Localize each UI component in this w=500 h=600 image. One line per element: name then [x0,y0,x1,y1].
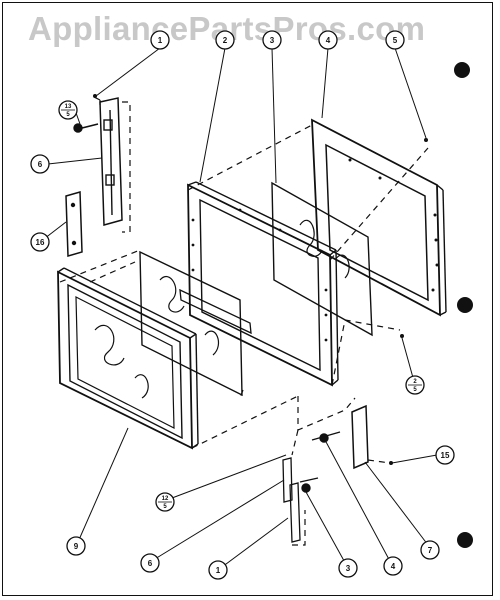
spacer-bar [65,191,83,257]
callout-6a: 6 [30,154,50,174]
callout-label: 6 [38,160,43,169]
callout-label: 16 [36,238,45,247]
callout-3: 3 [338,558,358,578]
callout-label: 1 [158,36,163,45]
callout-13: 13 5 [58,100,78,120]
callout-label: 4 [326,36,331,45]
callout-label: 3 [270,36,275,45]
leader-lines [39,47,438,571]
registration-dot-1 [454,62,470,78]
screw-13 [73,123,99,133]
callout-top-5: 5 [385,30,405,50]
callout-label: 9 [74,542,79,551]
callout-label: 7 [428,546,433,555]
callout-label: 15 [441,451,450,460]
callout-top-3: 3 [262,30,282,50]
callout-label: 6 [148,559,153,568]
callout-sublabel: 5 [66,112,70,118]
callout-7: 7 [420,540,440,560]
callout-top-4: 4 [318,30,338,50]
callout-top-1: 1 [150,30,170,50]
callout-12: 12 5 [155,492,175,512]
registration-dot-2 [457,297,473,313]
callout-sublabel: 5 [163,504,167,510]
callout-label: 4 [391,562,396,571]
callout-label: 2 [223,36,228,45]
callout-label: 2 [413,379,417,385]
assembly-lines [59,95,429,546]
callout-label: 1 [216,566,221,575]
front-door-assembly [57,267,199,450]
callout-sublabel: 5 [413,387,417,393]
callout-label: 12 [162,496,169,502]
callout-16: 16 [30,232,50,252]
callout-1: 1 [208,560,228,580]
callout-9: 9 [66,536,86,556]
callout-15: 15 [435,445,455,465]
door-frame [179,181,339,387]
callout-6b: 6 [140,553,160,573]
callout-top-2: 2 [215,30,235,50]
latch-assembly [282,404,369,543]
callout-4: 4 [383,556,403,576]
diagram-border [2,2,493,596]
callout-group: 1 2 3 4 5 13 5 [30,30,455,580]
callout-label: 5 [393,36,398,45]
screw-small [93,94,428,465]
registration-dot-3 [457,532,473,548]
callout-label: 3 [346,564,351,573]
callout-2: 2 5 [405,375,425,395]
callout-label: 13 [65,104,72,110]
hinge-bracket [99,97,123,226]
mesh-screen-panel [271,181,373,337]
